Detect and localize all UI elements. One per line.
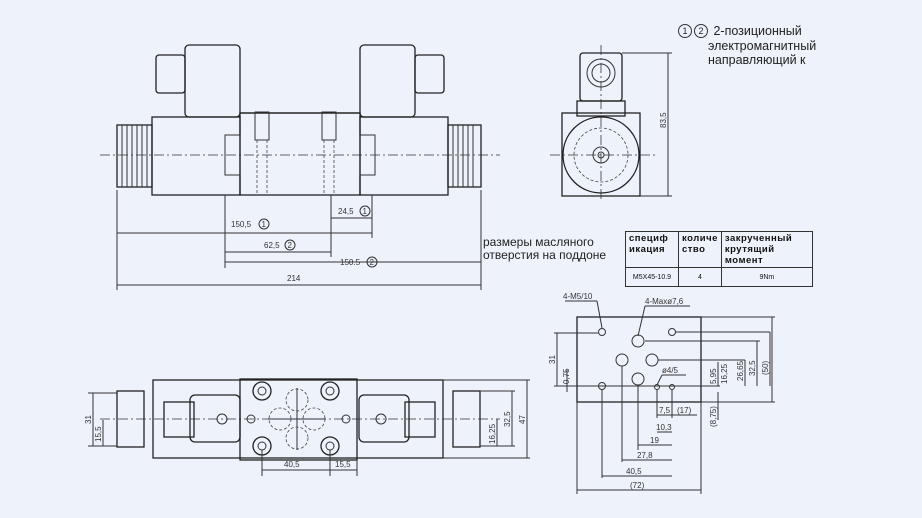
dim-32-5-p: 32,5 (748, 360, 757, 376)
marker-1: 1 (678, 24, 692, 38)
dim-15-5-v: 15,5 (94, 426, 103, 442)
dim-47: 47 (518, 415, 527, 424)
dim-8-75: (8,75) (709, 406, 718, 427)
dim-15-5-h: 15,5 (335, 460, 351, 469)
header-spec: специф (629, 233, 669, 244)
marker-2: 2 (370, 258, 375, 267)
header-torque: закрученный (724, 233, 793, 244)
dim-0-75: 0,75 (562, 368, 571, 384)
header-torque: крутящий момент (724, 244, 775, 266)
legend-line: 2-позиционный (713, 24, 802, 38)
dim-83-5: 83,5 (659, 112, 668, 128)
dim-10-3: 10,3 (656, 423, 672, 432)
dim-16-25: 16,25 (488, 423, 497, 444)
label-4-m5: 4-M5/10 (563, 292, 593, 301)
dim-62-5: 62,5 (264, 241, 280, 250)
marker-1: 1 (363, 207, 368, 216)
marker-2: 2 (694, 24, 708, 38)
dim-7-5: 7,5 (659, 406, 671, 415)
note-line: отверстия на поддоне (483, 248, 607, 262)
marker-2: 2 (288, 241, 293, 250)
label-4-max: 4-Maxø7,6 (645, 297, 684, 306)
label-pin-dia: ø4/5 (662, 366, 679, 375)
dim-27-8: 27,8 (637, 451, 653, 460)
dim-150-5-1: 150,5 (231, 220, 252, 229)
dim-31: 31 (84, 415, 93, 424)
oil-port-note: размеры масляного отверстия на поддоне (483, 236, 606, 262)
dim-31-p: 31 (548, 355, 557, 364)
dim-24-5: 24,5 (338, 207, 354, 216)
legend-line: направляющий к (708, 53, 806, 67)
dim-50: (50) (761, 360, 770, 375)
front-view: 24,5 1 150,5 1 62,5 2 150.5 2 214 (100, 44, 500, 290)
legend-line: электромагнитный (708, 38, 817, 53)
dim-150-5-2: 150.5 (340, 258, 361, 267)
dim-26-65: 26,65 (736, 360, 745, 381)
header-qty: количе (682, 233, 718, 244)
dim-40-5: 40,5 (284, 460, 300, 469)
note-line: размеры масляного (483, 235, 594, 249)
marker-1: 1 (262, 220, 267, 229)
table-row: M5X45-10.9 4 9Nm (625, 267, 813, 287)
dim-32-5: 32,5 (503, 411, 512, 427)
header-spec: икация (629, 244, 666, 255)
dim-19: 19 (650, 436, 659, 445)
side-view: 83,5 (550, 45, 672, 200)
cell-spec: M5X45-10.9 (625, 267, 679, 287)
bottom-view: 31 15,5 40,5 15,5 16,25 32,5 47 (84, 378, 530, 476)
header-qty: ство (682, 244, 706, 255)
cell-qty: 4 (678, 267, 722, 287)
cell-torque: 9Nm (720, 267, 813, 287)
port-pattern-view: 4-M5/10 4-Maxø7,6 ø4/5 31 0,75 5,95 16,2… (548, 292, 775, 494)
dim-16-25-p: 16,25 (720, 363, 729, 384)
dim-5-95: 5,95 (709, 368, 718, 384)
dim-214: 214 (287, 274, 301, 283)
dim-17: (17) (677, 406, 692, 415)
dim-40-5-p: 40,5 (626, 467, 642, 476)
dim-72: (72) (630, 481, 645, 490)
